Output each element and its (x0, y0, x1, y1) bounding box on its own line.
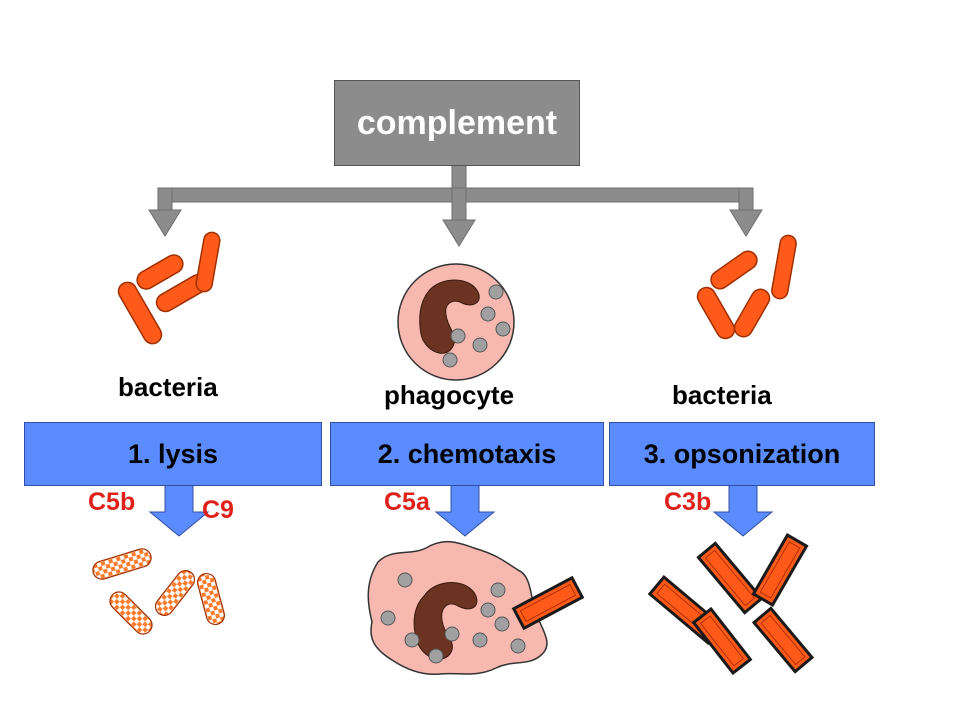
chemotaxis-arrow (434, 483, 496, 537)
granule (490, 582, 506, 598)
bacterium (733, 288, 771, 338)
lysed-bacterium (109, 591, 153, 635)
connector-right-drop (738, 187, 754, 213)
factor-label-c9: C9 (202, 496, 234, 524)
connector-center-drop (451, 187, 467, 223)
granule (450, 328, 466, 344)
lysed-bacterium (197, 572, 225, 626)
mechanism-box-lysis: 1. lysis (24, 422, 322, 486)
granule (444, 626, 460, 642)
lysed-bacterium (154, 570, 196, 616)
lysed-bacteria-icon (92, 548, 225, 635)
bacterium (136, 254, 184, 290)
granule (480, 306, 496, 322)
granule (494, 616, 510, 632)
granule (397, 572, 413, 588)
bacterium (195, 231, 221, 293)
opsonized-bacterium (691, 606, 753, 676)
complement-title: complement (356, 103, 558, 142)
connector-arrows (148, 163, 763, 247)
mechanism-box-chemotaxis: 2. chemotaxis (330, 422, 604, 486)
mechanism-box-opsonization: 3. opsonization (609, 422, 875, 486)
mechanism-arrows (148, 483, 774, 537)
connector-left-arrowhead (148, 209, 182, 237)
granule (488, 284, 504, 300)
complement-box: complement (334, 80, 580, 166)
factor-label-c5a: C5a (384, 488, 430, 516)
opsonized-bacterium (751, 606, 815, 674)
granule (442, 352, 458, 368)
opsonization-arrow (712, 483, 774, 537)
granule (480, 602, 496, 618)
bacterium (710, 250, 758, 290)
bacterium (117, 281, 163, 345)
connector-left-drop (157, 187, 173, 213)
factor-label-c5b: C5b (88, 488, 136, 516)
granule (404, 632, 420, 648)
granule (472, 337, 488, 353)
organism-label-bacteria-right: bacteria (672, 380, 772, 410)
mechanism-label: 3. opsonization (643, 438, 841, 469)
granule (428, 648, 444, 664)
factor-label-c3b: C3b (664, 488, 712, 516)
opsonized-bacterium (751, 533, 809, 607)
lysis-arrow (148, 483, 210, 537)
organism-label-bacteria-left: bacteria (118, 372, 218, 402)
mechanism-label: 1. lysis (127, 438, 219, 469)
bacteria-cluster-icon (117, 231, 221, 345)
bacterium (696, 286, 736, 340)
connector-right-arrowhead (729, 209, 763, 237)
phagocyte-icon (397, 263, 515, 381)
lysed-bacterium (92, 548, 152, 580)
engulfed-bacterium (511, 575, 585, 631)
phagocyte-engulfing-bacterium-icon (367, 540, 585, 676)
mechanism-label: 2. chemotaxis (377, 438, 557, 469)
organism-label-phagocyte: phagocyte (384, 380, 515, 410)
bacteria-cluster-icon (696, 234, 797, 340)
granule (380, 610, 396, 626)
opsonized-bacteria-icon (647, 533, 815, 676)
opsonized-bacterium (696, 541, 764, 615)
bacterium (771, 234, 797, 300)
granule (472, 632, 488, 648)
phagocyte-nucleus (419, 279, 480, 354)
connector-center-arrowhead (442, 219, 476, 247)
granule (510, 638, 526, 654)
granule (495, 321, 511, 337)
